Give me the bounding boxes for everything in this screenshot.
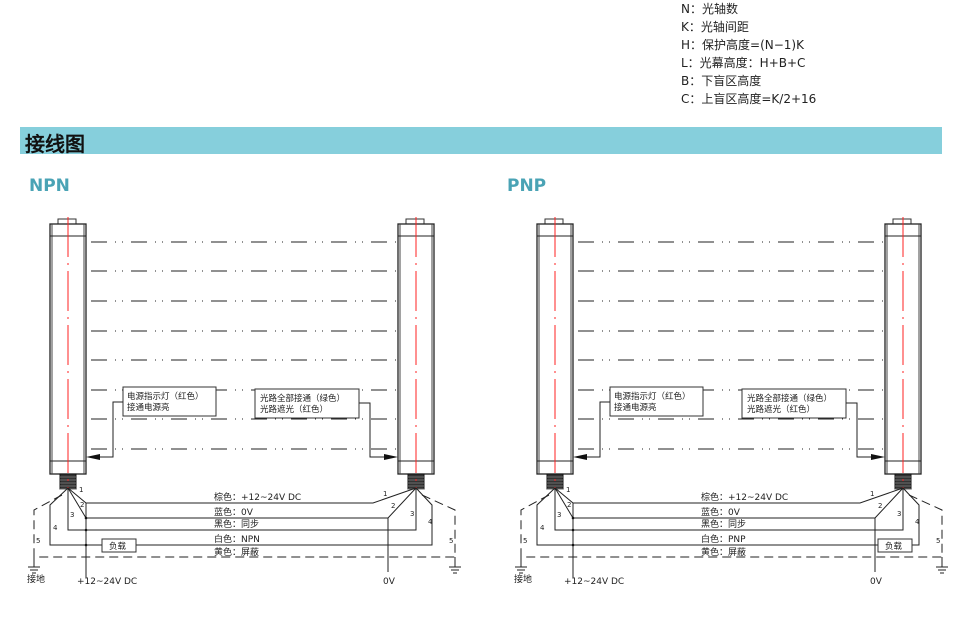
legend-line: N：光轴数: [681, 2, 738, 16]
wire-color-label: 黄色：屏蔽: [701, 546, 746, 558]
pin-number: 3: [557, 511, 561, 519]
ground-label: 接地: [27, 573, 45, 585]
load-box: [101, 538, 137, 553]
receiver-callout-box: [254, 388, 360, 419]
ground-icon: [515, 557, 527, 574]
emitter-callout-text: 接通电源亮: [614, 402, 657, 413]
wire-color-label: 黄色：屏蔽: [214, 546, 259, 558]
wire-color-label: 棕色：+12~24V DC: [214, 491, 301, 503]
pin-number: 4: [915, 518, 920, 526]
wire-color-label: 蓝色：0V: [701, 506, 741, 518]
legend-line: K：光轴间距: [681, 20, 749, 34]
wire-black: [67, 488, 417, 531]
wire-color-label: 黑色：同步: [214, 518, 259, 530]
pin-number: 4: [428, 518, 433, 526]
npn-title: NPN: [29, 176, 70, 196]
emitter-unit: [49, 217, 87, 490]
receiver-callout-text: 光路遮光（红色）: [747, 404, 815, 415]
pin-number: 5: [449, 537, 453, 545]
legend-line: B：下盲区高度: [681, 74, 762, 88]
wire-brown: [67, 487, 417, 504]
wire-white: [536, 487, 920, 546]
ground-icon: [449, 557, 461, 574]
emitter-callout-box: [122, 386, 217, 417]
pin-number: 2: [80, 501, 84, 509]
pin-number: 1: [79, 486, 83, 494]
pin-number: 2: [391, 502, 395, 510]
emitter-callout-text: 电源指示灯（红色）: [614, 391, 691, 402]
legend-line: H：保护高度=(N−1)K: [681, 38, 804, 52]
wire-color-label: 白色：NPN: [214, 533, 260, 545]
supply-terminal-label: +12~24V DC: [77, 577, 137, 587]
load-label: 负载: [109, 541, 127, 552]
receiver-callout-text: 光路遮光（红色）: [260, 404, 328, 415]
supply-terminal-label: +12~24V DC: [564, 577, 624, 587]
load-label: 负载: [885, 541, 903, 552]
receiver-callout-text: 光路全部接通（绿色）: [260, 393, 345, 404]
pin-number: 2: [878, 502, 882, 510]
formula-legend: N：光轴数 K：光轴间距 H：保护高度=(N−1)K L：光幕高度：H+B+C …: [681, 0, 816, 108]
arrow-icon: [573, 454, 587, 460]
ground-label: 接地: [514, 573, 532, 585]
pnp-panel: 电源指示灯（红色）接通电源亮 光路全部接通（绿色）光路遮光（红色） 负载 棕色：+12…: [514, 217, 948, 587]
wire-white: [49, 487, 433, 546]
wire-yellow-shield: [33, 494, 456, 558]
emitter-callout-text: 电源指示灯（红色）: [127, 391, 204, 402]
arrow-icon: [871, 454, 885, 460]
wire-black: [554, 488, 904, 531]
wire-color-label: 黑色：同步: [701, 518, 746, 530]
legend-line: L：光幕高度：H+B+C: [681, 56, 806, 70]
emitter-callout-text: 接通电源亮: [127, 402, 170, 413]
pin-number: 4: [540, 524, 545, 532]
wire-color-label: 蓝色：0V: [214, 506, 254, 518]
npn-panel: 电源指示灯（红色）接通电源亮 光路全部接通（绿色）光路遮光（红色） 负载 棕色：+12…: [27, 217, 461, 587]
pin-number: 2: [567, 501, 571, 509]
pin-number: 5: [36, 537, 40, 545]
emitter-callout-box: [609, 386, 704, 417]
pin-number: 1: [870, 490, 874, 498]
wire-color-label: 白色：PNP: [701, 533, 746, 545]
pin-number: 5: [523, 537, 527, 545]
pin-number: 3: [70, 511, 74, 519]
pin-number: 4: [53, 524, 58, 532]
arrow-icon: [384, 454, 398, 460]
pin-number: 3: [897, 510, 901, 518]
zero-volt-terminal-label: 0V: [870, 577, 883, 587]
load-box: [877, 538, 913, 553]
arrow-icon: [86, 454, 100, 460]
emitter-unit: [536, 217, 574, 490]
section-header: 接线图: [20, 127, 942, 156]
legend-line: C：上盲区高度=K/2+16: [681, 92, 817, 106]
zero-volt-terminal-label: 0V: [383, 577, 396, 587]
section-title: 接线图: [25, 132, 85, 156]
ground-icon: [936, 557, 948, 574]
wire-brown: [554, 487, 904, 504]
pin-number: 5: [936, 537, 940, 545]
pin-number: 1: [566, 486, 570, 494]
ground-icon: [28, 557, 40, 574]
wire-color-label: 棕色：+12~24V DC: [701, 491, 788, 503]
wire-yellow-shield: [520, 494, 943, 558]
wire-blue: [67, 487, 417, 519]
receiver-callout-box: [741, 388, 847, 419]
receiver-unit: [397, 217, 435, 490]
receiver-callout-text: 光路全部接通（绿色）: [747, 393, 832, 404]
pin-number: 3: [410, 510, 414, 518]
pin-number: 1: [383, 490, 387, 498]
receiver-unit: [884, 217, 922, 490]
pnp-title: PNP: [507, 176, 547, 196]
wire-blue: [554, 487, 904, 519]
